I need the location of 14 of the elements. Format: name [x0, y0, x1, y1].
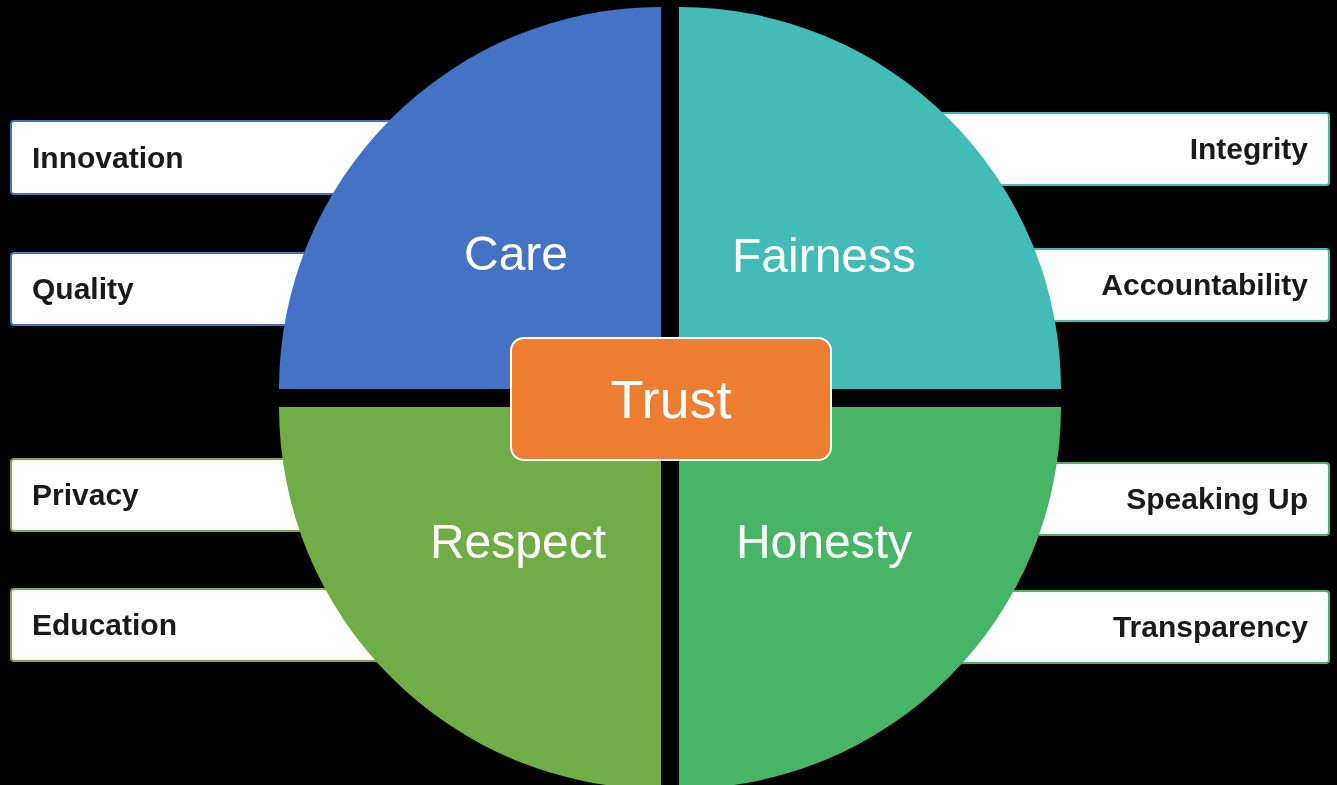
quadrant-label: Honesty [735, 513, 913, 569]
value-box: Privacy [10, 458, 300, 532]
quadrant-label: Care [464, 225, 568, 281]
value-box: Accountability [1034, 248, 1330, 322]
value-box: Transparency [961, 590, 1330, 664]
quadrant-label: Fairness [731, 227, 917, 283]
value-box: Quality [10, 252, 305, 326]
value-box: Education [10, 588, 377, 662]
value-box: Innovation [10, 120, 390, 195]
center-box [510, 337, 832, 461]
center-label: Trust [610, 368, 732, 430]
value-box: Integrity [942, 112, 1330, 186]
quadrant-label: Respect [429, 513, 607, 569]
value-box: Speaking Up [1038, 462, 1330, 536]
